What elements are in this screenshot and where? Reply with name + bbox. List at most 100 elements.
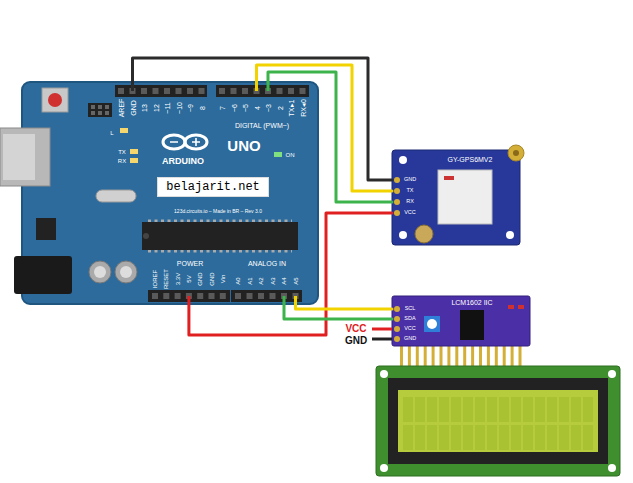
led	[130, 158, 138, 163]
pin-hole	[394, 336, 400, 342]
gnd-wire	[372, 338, 392, 341]
header-label: POWER	[177, 260, 203, 267]
usb-connector-face	[3, 134, 35, 180]
usb-connector	[0, 128, 50, 186]
pin-label: 2	[276, 106, 283, 110]
antenna-connector	[508, 145, 524, 161]
mounting-hole	[399, 231, 407, 239]
analog-header	[231, 290, 302, 302]
pin-label: A1	[247, 277, 253, 284]
pin-label: ~6	[230, 104, 237, 112]
brand-name: ARDUINO	[162, 157, 204, 166]
led	[274, 152, 282, 157]
power-jack	[14, 256, 72, 294]
pin-label: RX	[406, 199, 414, 205]
mounting-hole	[608, 464, 616, 472]
pin-hole	[394, 210, 400, 216]
pin-label: TX▸1	[288, 100, 295, 117]
lcd-cells	[402, 396, 594, 450]
icsp-header	[88, 103, 112, 117]
lcd-screen	[398, 390, 598, 452]
pin-hole	[394, 316, 400, 322]
led	[518, 305, 524, 309]
chip-logo	[444, 176, 454, 180]
wire	[189, 213, 392, 335]
pin-label: GND	[129, 100, 136, 116]
pin-label: VCC	[404, 210, 416, 216]
pin-label: ~11	[164, 102, 171, 113]
watermark-text: belajarit.net	[166, 181, 260, 193]
pin-label: 12	[152, 104, 159, 112]
model-name: UNO	[227, 138, 260, 153]
led-label: RX	[118, 158, 126, 164]
gps-board	[392, 150, 520, 245]
pin-label: A0	[235, 277, 241, 284]
capacitor	[115, 261, 137, 283]
header-label: DIGITAL (PWM~)	[235, 122, 289, 129]
led-label: L	[110, 130, 113, 136]
capacitor-top	[120, 266, 132, 278]
pin-hole	[394, 188, 400, 194]
led	[120, 128, 128, 133]
pin-hole	[394, 306, 400, 312]
header-pins	[400, 346, 522, 366]
wire	[284, 304, 392, 319]
wire-label: GND	[345, 336, 367, 346]
capacitor-top	[94, 266, 106, 278]
pin-label: IOREF	[152, 270, 158, 288]
pin-label: A3	[270, 277, 276, 284]
reset-button-base	[42, 88, 68, 112]
capacitor	[89, 261, 111, 283]
mounting-hole	[399, 156, 407, 164]
pin-label: ~3	[265, 104, 272, 112]
pin-label: RESET	[163, 269, 169, 289]
pin-label: ~5	[242, 104, 249, 112]
pin-label: A5	[293, 277, 299, 284]
pin-label: TX	[406, 188, 413, 194]
pin-label: GND	[197, 272, 203, 285]
gps-module-art	[392, 145, 524, 245]
board-credit: 123d.circuits.io – Made in BR – Rev 3.0	[174, 209, 262, 214]
pin-label: 8	[198, 106, 205, 110]
potentiometer-knob	[427, 319, 437, 329]
gps-module: GY-GPS6MV2	[392, 150, 520, 245]
watermark-box: belajarit.net	[157, 177, 269, 197]
pin-label: ~10	[175, 102, 182, 114]
mounting-hole	[608, 370, 616, 378]
chip-notch	[143, 233, 149, 239]
led	[508, 305, 514, 309]
led	[130, 149, 138, 154]
mounting-hole	[380, 464, 388, 472]
pin-label: GND	[404, 336, 416, 342]
pin-label: SDA	[404, 316, 415, 322]
vcc-wire	[372, 328, 392, 331]
reset-button	[48, 93, 62, 107]
header-label: ANALOG IN	[248, 260, 286, 267]
pin-label: 4	[253, 106, 260, 110]
pin-label: SCL	[405, 306, 416, 312]
module-name: LCM1602 IIC	[451, 299, 492, 306]
led-label: TX	[118, 149, 126, 155]
i2c-chip	[460, 310, 484, 340]
pin-label: VCC	[404, 326, 416, 332]
wire-stub	[268, 82, 284, 304]
pin-label: AREF	[118, 99, 125, 118]
pin-label: 3.3V	[175, 273, 181, 285]
pin-label: GND	[209, 272, 215, 285]
arduino-board: ARDUINO UNO belajarit.net	[22, 82, 318, 304]
led-label: ON	[286, 152, 295, 158]
icsp-pins	[91, 105, 109, 115]
wire	[268, 72, 392, 202]
pin-hole	[394, 199, 400, 205]
antenna-connector-core	[513, 150, 519, 156]
lcd-bezel	[388, 378, 608, 464]
mounting-hole	[380, 370, 388, 378]
arduino-board-art	[0, 82, 318, 304]
wire-stub	[133, 82, 257, 91]
crystal	[96, 190, 136, 202]
logo-signs	[170, 138, 200, 146]
i2c-board	[392, 296, 530, 346]
pin-label: ~9	[187, 104, 194, 112]
